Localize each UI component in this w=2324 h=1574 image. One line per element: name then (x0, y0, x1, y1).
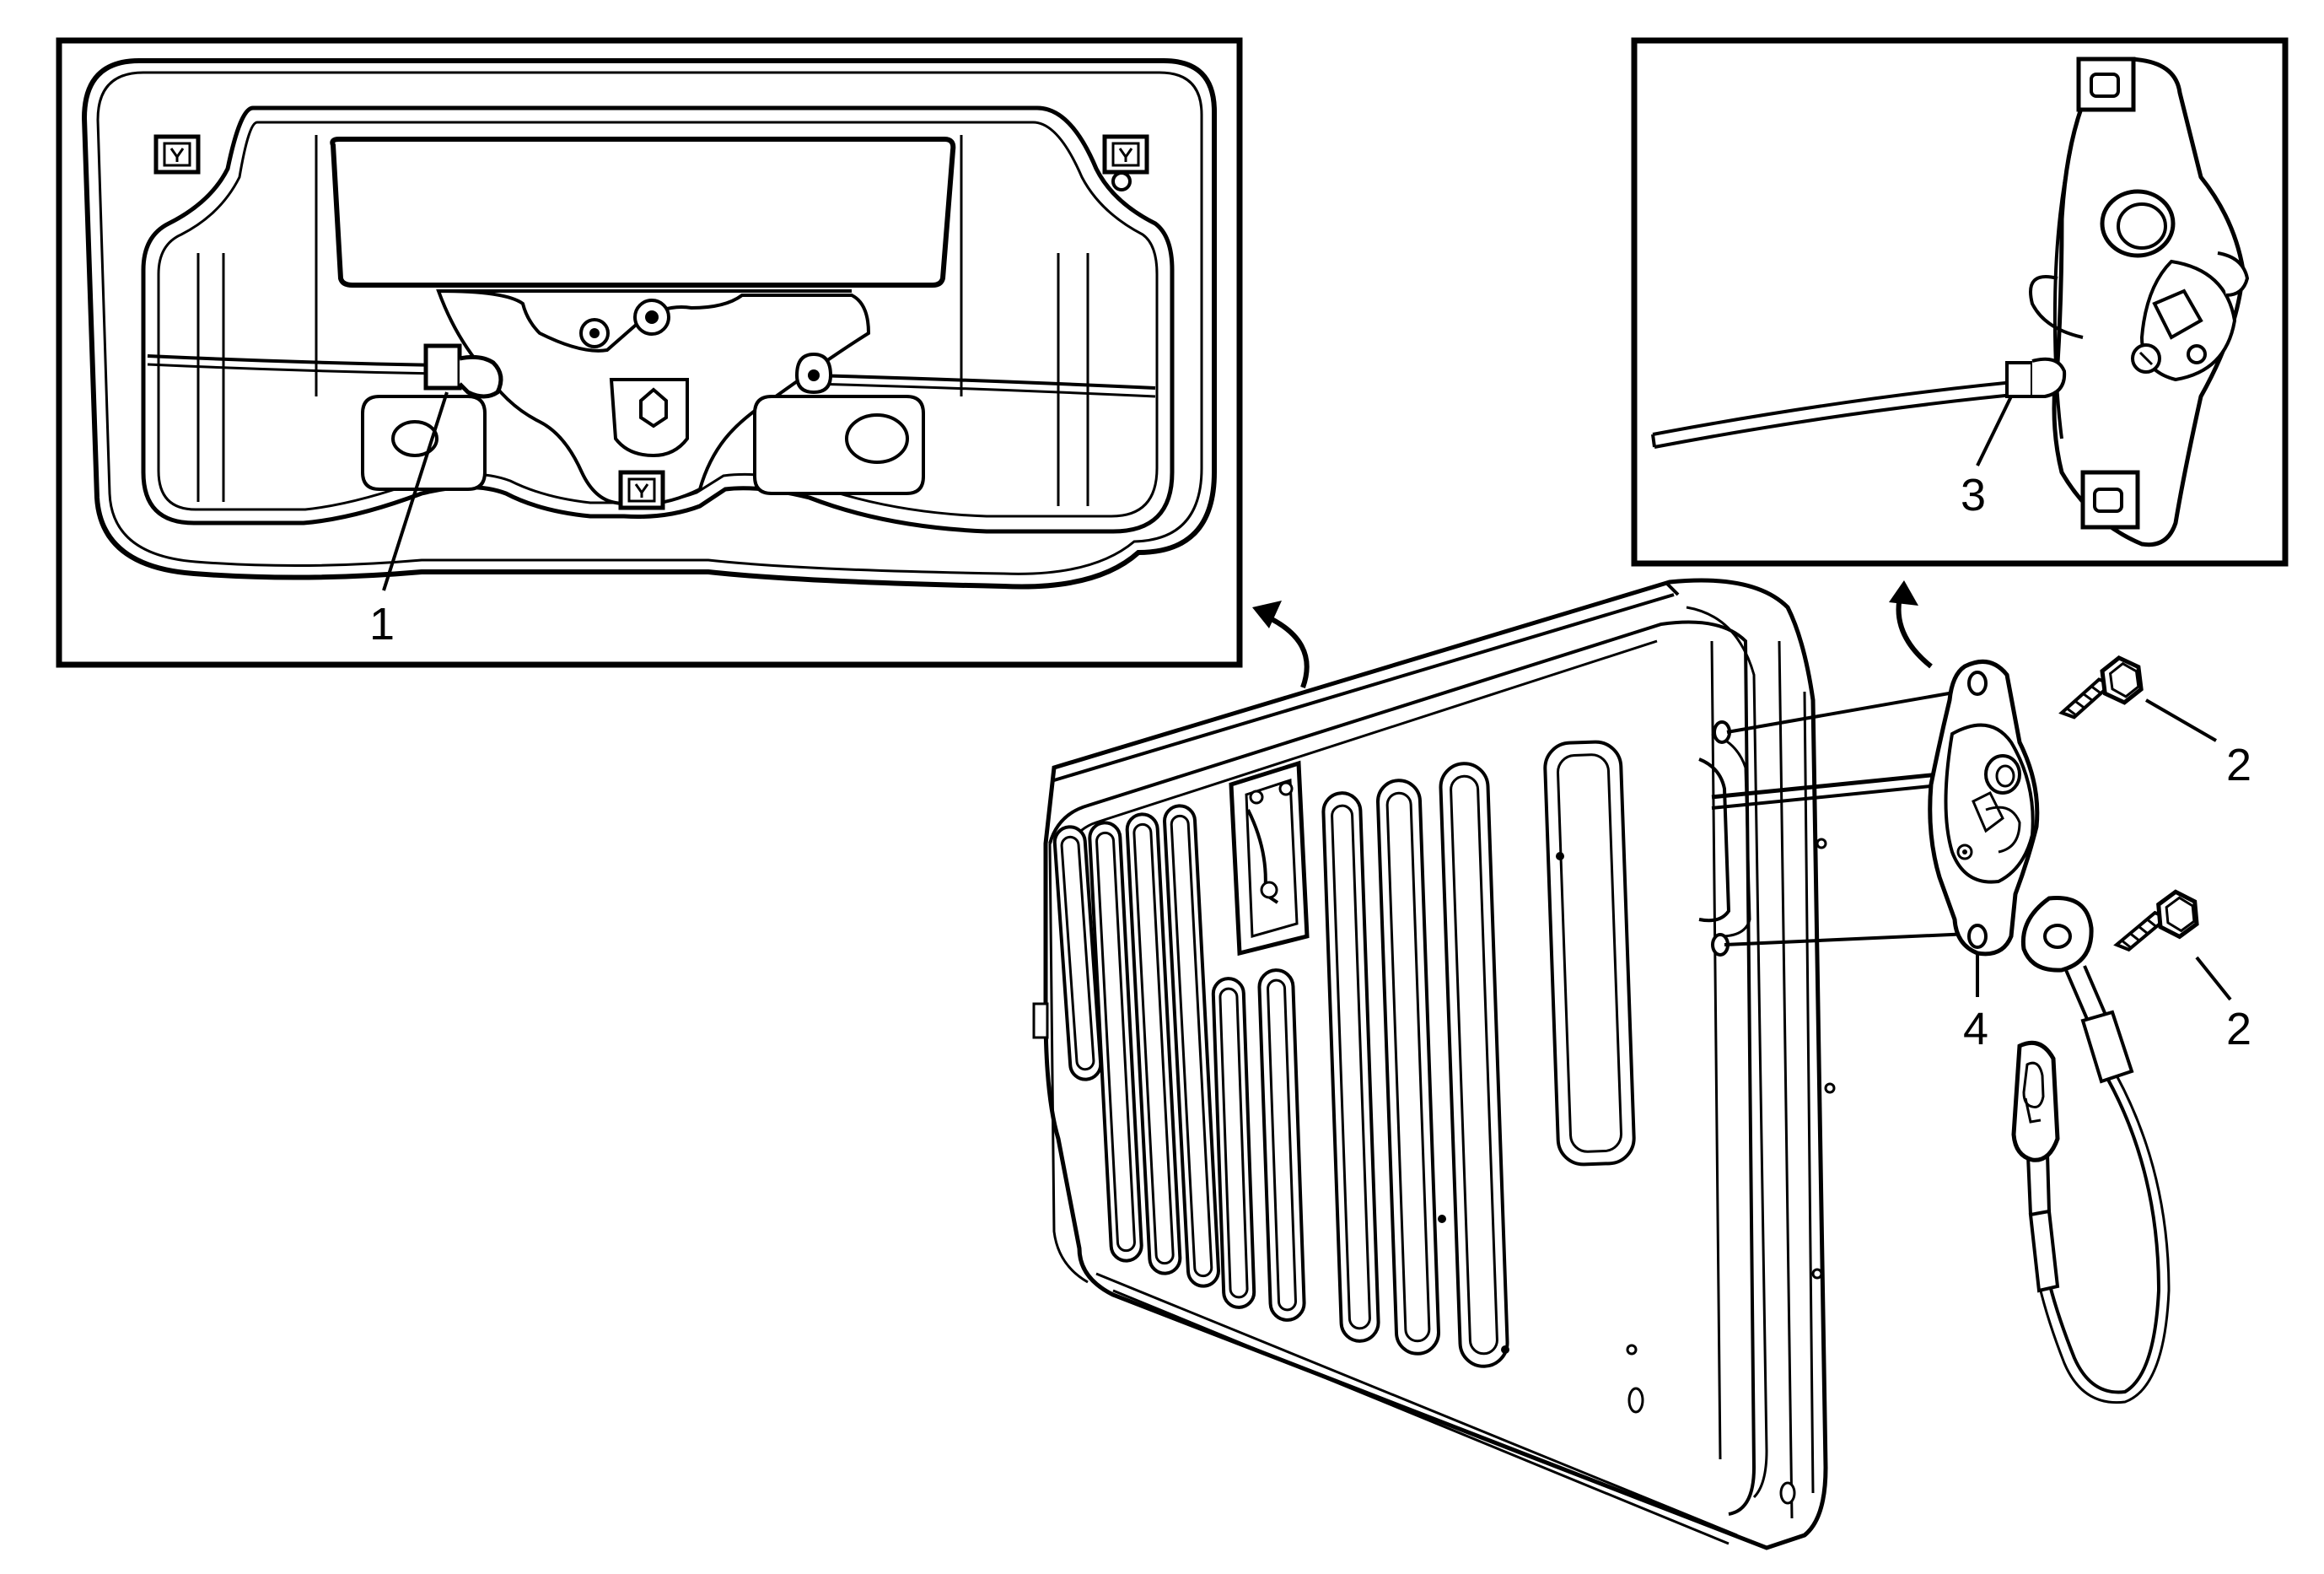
inset-latch-detail: 3 (1631, 37, 2289, 567)
leader-line-1 (382, 391, 449, 591)
leader-line-2a (2144, 698, 2218, 742)
leader-line-3 (1976, 396, 2013, 466)
support-cable (2011, 895, 2171, 1404)
inset-handle-detail: 1 (56, 37, 1243, 668)
leader-line-2b (2195, 956, 2232, 1001)
direction-arrow-right (1889, 580, 1933, 669)
callout-3: 3 (1961, 470, 1986, 520)
tailgate-assembly (1032, 578, 2008, 1550)
callout-4: 4 (1963, 1004, 1988, 1054)
callout-2-upper: 2 (2226, 740, 2251, 790)
latch-assembly (1928, 659, 2040, 957)
bolt-lower (2106, 887, 2203, 957)
bolt-upper (2051, 653, 2149, 724)
direction-arrow-left (1252, 601, 1310, 689)
callout-2-lower: 2 (2226, 1004, 2251, 1054)
callout-1: 1 (369, 599, 395, 650)
